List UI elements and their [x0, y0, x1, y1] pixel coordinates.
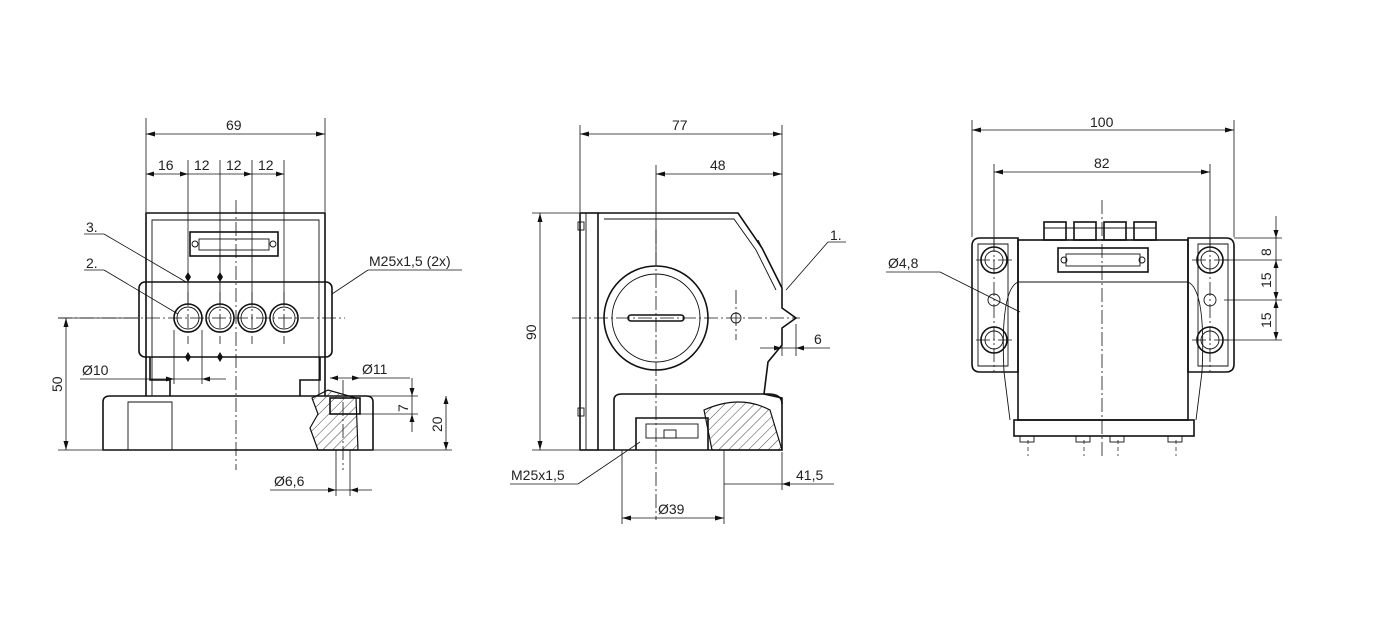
front-dim-pitch-c: 12	[258, 157, 274, 173]
front-callout-3: 3.	[86, 219, 98, 235]
top-dim-v-mid: 15	[1258, 272, 1274, 288]
top-view	[971, 200, 1235, 456]
side-view	[572, 212, 800, 520]
front-dim-pitch-first: 16	[158, 157, 174, 173]
front-dim-mount-dia: Ø6,6	[274, 473, 305, 489]
top-dim-width: 100	[1090, 114, 1114, 130]
side-dim-entry-dia: Ø39	[658, 501, 685, 517]
front-dim-bore-dia: Ø11	[362, 361, 388, 377]
side-dim-tip: 6	[814, 331, 822, 347]
top-dim-v-bottom: 15	[1258, 312, 1274, 328]
front-callout-2: 2.	[86, 255, 98, 271]
front-dim-height: 50	[49, 376, 65, 392]
side-dim-bottom-offset: 41,5	[796, 467, 823, 483]
side-dim-width: 77	[672, 117, 688, 133]
side-dim-offset: 48	[710, 157, 726, 173]
front-dimensions: 69 16 12 12 12 50 Ø10 Ø11	[49, 117, 462, 496]
top-dim-hole-spacing: 82	[1094, 155, 1110, 171]
front-dim-pitch-a: 12	[194, 157, 210, 173]
front-view	[58, 200, 374, 470]
side-dimensions: 77 48 90 6 41,5 Ø39 M25x1,	[510, 117, 846, 524]
front-dim-width: 69	[226, 117, 242, 133]
top-dim-v-top: 8	[1258, 248, 1274, 256]
front-dim-hole-dia: Ø10	[82, 362, 109, 378]
front-dim-counterbore-depth: 7	[395, 404, 411, 412]
front-dim-base-height: 20	[429, 416, 445, 432]
front-thread-label: M25x1,5 (2x)	[369, 253, 451, 269]
top-dim-hole-dia: Ø4,8	[888, 255, 919, 271]
front-dim-pitch-b: 12	[226, 157, 242, 173]
side-thread-label: M25x1,5	[511, 467, 565, 483]
top-dimensions: 100 82 8 15 15 Ø4,8	[886, 114, 1282, 341]
side-dim-height: 90	[523, 324, 539, 340]
side-callout-1: 1.	[830, 227, 842, 243]
